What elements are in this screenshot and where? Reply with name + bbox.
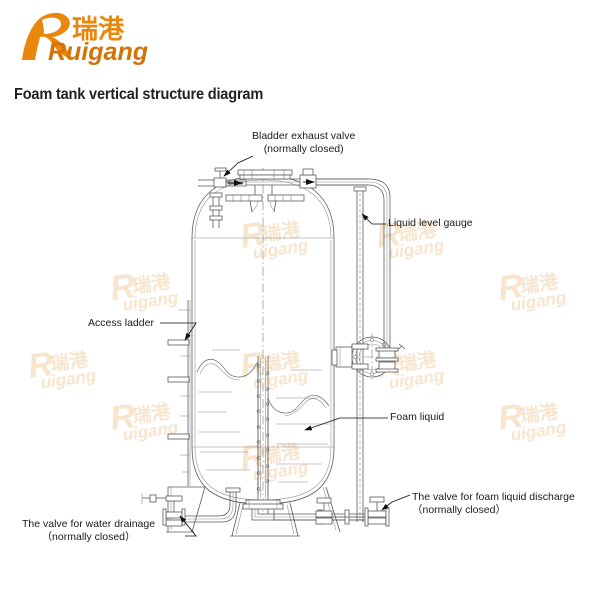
- annotation-line-2: （normally closed）: [412, 504, 506, 517]
- annotation-line-1: Bladder exhaust valve: [252, 130, 356, 142]
- access-ladder: [167, 300, 191, 486]
- foam-liquid-region: [198, 349, 330, 483]
- annotation-access-ladder: Access ladder: [88, 317, 154, 330]
- vessel-shell: [191, 168, 335, 515]
- liquid-level-gauge: [351, 186, 369, 522]
- top-inline-valve: [299, 168, 368, 189]
- foam-liquid-discharge-valve: [315, 496, 390, 527]
- logo-svg: 瑞港 Ruigang: [22, 12, 148, 66]
- annotation-line-1: Foam liquid: [390, 411, 445, 423]
- annotation-foam-liquid-discharge-valve: The valve for foam liquid discharge （nor…: [412, 491, 575, 518]
- level-gauge-piping: [300, 178, 406, 373]
- annotation-line-1: Liquid level gauge: [388, 217, 473, 229]
- annotation-line-1: Access ladder: [88, 317, 154, 329]
- annotation-foam-liquid: Foam liquid: [390, 411, 444, 424]
- annotation-line-1: The valve for water drainage: [22, 518, 156, 530]
- annotation-line-1: The valve for foam liquid discharge: [412, 491, 575, 503]
- internal-bladder: [196, 358, 330, 494]
- page-title: Foam tank vertical structure diagram: [14, 86, 264, 103]
- bladder-exhaust-valve: [198, 167, 247, 188]
- annotation-water-drainage-valve: The valve for water drainage （normally c…: [22, 518, 155, 545]
- support-skirt: [166, 486, 341, 537]
- dome-standpipe: [209, 192, 223, 228]
- annotation-liquid-level-gauge: Liquid level gauge: [388, 217, 473, 230]
- logo-chinese-text: 瑞港: [72, 14, 125, 44]
- ruigang-logo: 瑞港 Ruigang: [14, 8, 194, 70]
- annotation-line-2: (normally closed): [263, 143, 344, 156]
- annotation-bladder-exhaust-valve: Bladder exhaust valve (normally closed): [252, 130, 355, 157]
- logo-latin-text: Ruigang: [48, 38, 148, 66]
- logo-initial-r: [22, 12, 72, 60]
- top-piping-manifold: [198, 167, 368, 228]
- gauge-isolation-valve: [375, 343, 406, 373]
- annotation-line-2: （normally closed）: [41, 531, 136, 544]
- leader-lines: [160, 155, 411, 537]
- perforated-distribution-pipe: [242, 356, 284, 510]
